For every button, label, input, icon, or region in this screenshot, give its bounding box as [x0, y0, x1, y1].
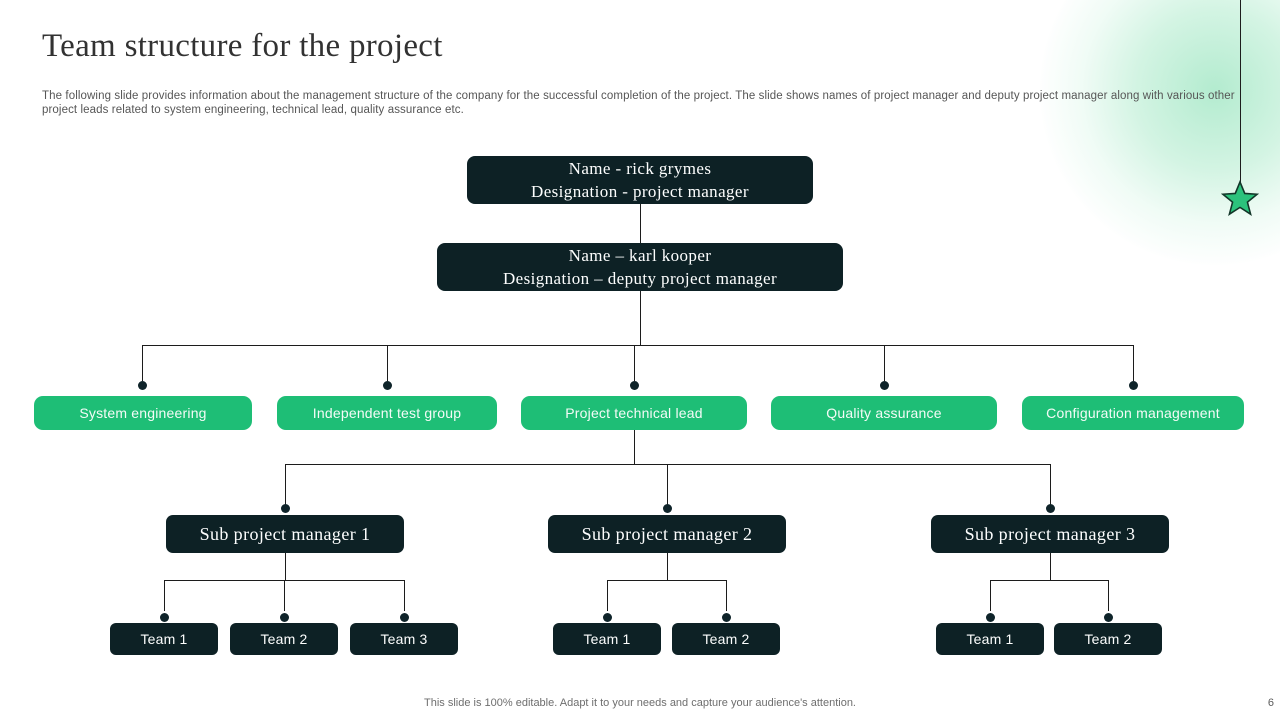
connector-line — [285, 464, 1051, 465]
connector-line — [142, 345, 143, 381]
connector-dot — [383, 381, 392, 390]
node-system-engineering[interactable]: System engineering — [34, 396, 252, 430]
connector-line — [1050, 464, 1051, 506]
node-team[interactable]: Team 1 — [553, 623, 661, 655]
node-team[interactable]: Team 1 — [936, 623, 1044, 655]
connector-dot — [722, 613, 731, 622]
page-number: 6 — [1267, 697, 1274, 709]
node-project-manager-name: Name - rick grymes — [568, 159, 712, 178]
connector-line — [640, 204, 641, 243]
node-team[interactable]: Team 3 — [350, 623, 458, 655]
connector-dot — [1104, 613, 1113, 622]
connector-line — [285, 553, 286, 580]
connector-dot — [603, 613, 612, 622]
node-quality-assurance[interactable]: Quality assurance — [771, 396, 997, 430]
connector-dot — [280, 613, 289, 622]
connector-line — [164, 580, 165, 614]
connector-dot — [1046, 504, 1055, 513]
connector-line — [634, 345, 635, 381]
page-title[interactable]: Team structure for the project — [42, 28, 443, 64]
node-project-technical-lead[interactable]: Project technical lead — [521, 396, 747, 430]
star-string-line — [1240, 0, 1241, 186]
connector-dot — [281, 504, 290, 513]
node-sub-project-manager-1[interactable]: Sub project manager 1 — [166, 515, 404, 553]
node-deputy-designation: Designation – deputy project manager — [502, 269, 778, 288]
node-project-manager[interactable]: Name - rick grymes Designation - project… — [467, 156, 813, 204]
node-configuration-management[interactable]: Configuration management — [1022, 396, 1244, 430]
connector-line — [607, 580, 608, 614]
connector-line — [640, 291, 641, 345]
connector-dot — [1129, 381, 1138, 390]
connector-line — [142, 345, 1134, 346]
footer-note: This slide is 100% editable. Adapt it to… — [424, 697, 856, 709]
connector-line — [284, 580, 285, 614]
connector-dot — [400, 613, 409, 622]
connector-line — [667, 464, 668, 506]
connector-line — [990, 580, 1109, 581]
connector-dot — [138, 381, 147, 390]
connector-dot — [630, 381, 639, 390]
connector-dot — [880, 381, 889, 390]
node-team[interactable]: Team 2 — [1054, 623, 1162, 655]
green-glow-decoration — [1040, 0, 1280, 265]
connector-dot — [663, 504, 672, 513]
connector-line — [990, 580, 991, 614]
connector-line — [726, 580, 727, 614]
star-icon — [1221, 180, 1259, 216]
connector-line — [1050, 553, 1051, 580]
connector-dot — [160, 613, 169, 622]
node-team[interactable]: Team 2 — [230, 623, 338, 655]
connector-line — [634, 430, 635, 464]
node-project-manager-designation: Designation - project manager — [531, 182, 749, 201]
connector-line — [667, 553, 668, 580]
node-team[interactable]: Team 1 — [110, 623, 218, 655]
connector-dot — [986, 613, 995, 622]
node-deputy-project-manager[interactable]: Name – karl kooper Designation – deputy … — [437, 243, 843, 291]
slide-description[interactable]: The following slide provides information… — [42, 90, 1235, 116]
connector-line — [285, 464, 286, 506]
connector-line — [387, 345, 388, 381]
node-team[interactable]: Team 2 — [672, 623, 780, 655]
node-deputy-name: Name – karl kooper — [568, 246, 712, 265]
node-sub-project-manager-3[interactable]: Sub project manager 3 — [931, 515, 1169, 553]
connector-line — [1108, 580, 1109, 614]
connector-line — [1133, 345, 1134, 381]
node-sub-project-manager-2[interactable]: Sub project manager 2 — [548, 515, 786, 553]
node-independent-test-group[interactable]: Independent test group — [277, 396, 497, 430]
connector-line — [404, 580, 405, 614]
connector-line — [884, 345, 885, 381]
connector-line — [607, 580, 727, 581]
